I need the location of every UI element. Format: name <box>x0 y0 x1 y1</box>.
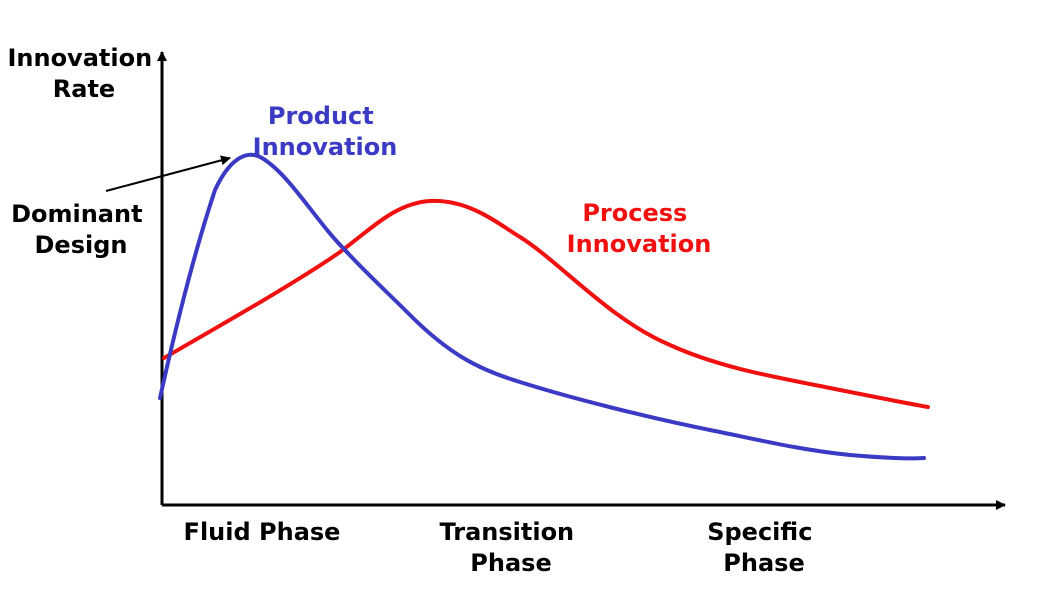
process-innovation-curve <box>162 198 930 409</box>
y-axis-label: Innovation Rate <box>7 44 160 103</box>
dominant-design-arrow <box>105 155 231 192</box>
phase-label-transition: Transition Phase <box>440 518 583 577</box>
product-innovation-label: Product Innovation <box>253 102 398 161</box>
process-innovation-label: Process Innovation <box>567 199 712 258</box>
phase-label-specific: Specific Phase <box>707 518 821 577</box>
dominant-design-label: Dominant Design <box>11 200 151 259</box>
phase-label-fluid: Fluid Phase <box>184 518 341 546</box>
product-innovation-curve <box>158 152 926 461</box>
